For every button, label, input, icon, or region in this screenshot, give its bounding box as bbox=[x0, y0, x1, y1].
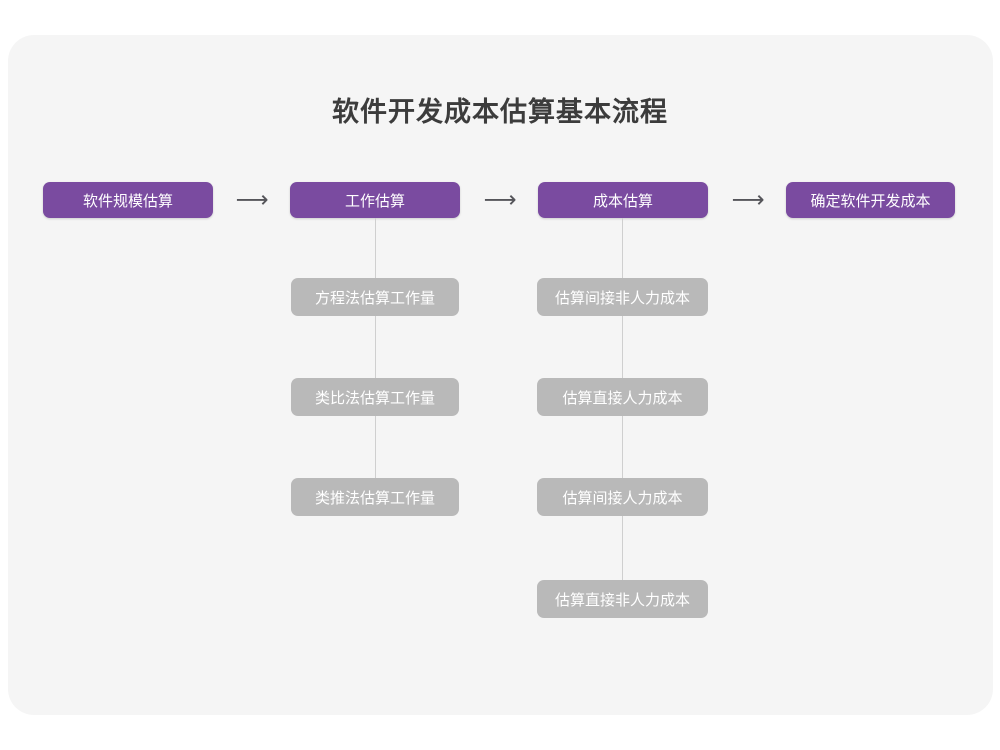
stage-box-cost-estimation[interactable]: 成本估算 bbox=[538, 182, 708, 218]
connector-line-work-column bbox=[375, 218, 376, 516]
stage-box-work-estimation[interactable]: 工作估算 bbox=[290, 182, 460, 218]
substep-box-inference-method[interactable]: 类推法估算工作量 bbox=[291, 478, 459, 516]
substep-box-indirect-nonlabor-cost[interactable]: 估算间接非人力成本 bbox=[537, 278, 708, 316]
flow-arrow-icon-1: ⟶ bbox=[235, 186, 269, 213]
flow-arrow-icon-2: ⟶ bbox=[483, 186, 517, 213]
substep-box-equation-method[interactable]: 方程法估算工作量 bbox=[291, 278, 459, 316]
diagram-card bbox=[8, 35, 993, 715]
substep-box-direct-nonlabor-cost[interactable]: 估算直接非人力成本 bbox=[537, 580, 708, 618]
stage-box-determine-development-cost[interactable]: 确定软件开发成本 bbox=[786, 182, 955, 218]
substep-box-indirect-labor-cost[interactable]: 估算间接人力成本 bbox=[537, 478, 708, 516]
page-title: 软件开发成本估算基本流程 bbox=[332, 97, 668, 127]
flow-arrow-icon-3: ⟶ bbox=[731, 186, 765, 213]
substep-box-direct-labor-cost[interactable]: 估算直接人力成本 bbox=[537, 378, 708, 416]
substep-box-analogy-method[interactable]: 类比法估算工作量 bbox=[291, 378, 459, 416]
stage-box-software-scale-estimation[interactable]: 软件规模估算 bbox=[43, 182, 213, 218]
